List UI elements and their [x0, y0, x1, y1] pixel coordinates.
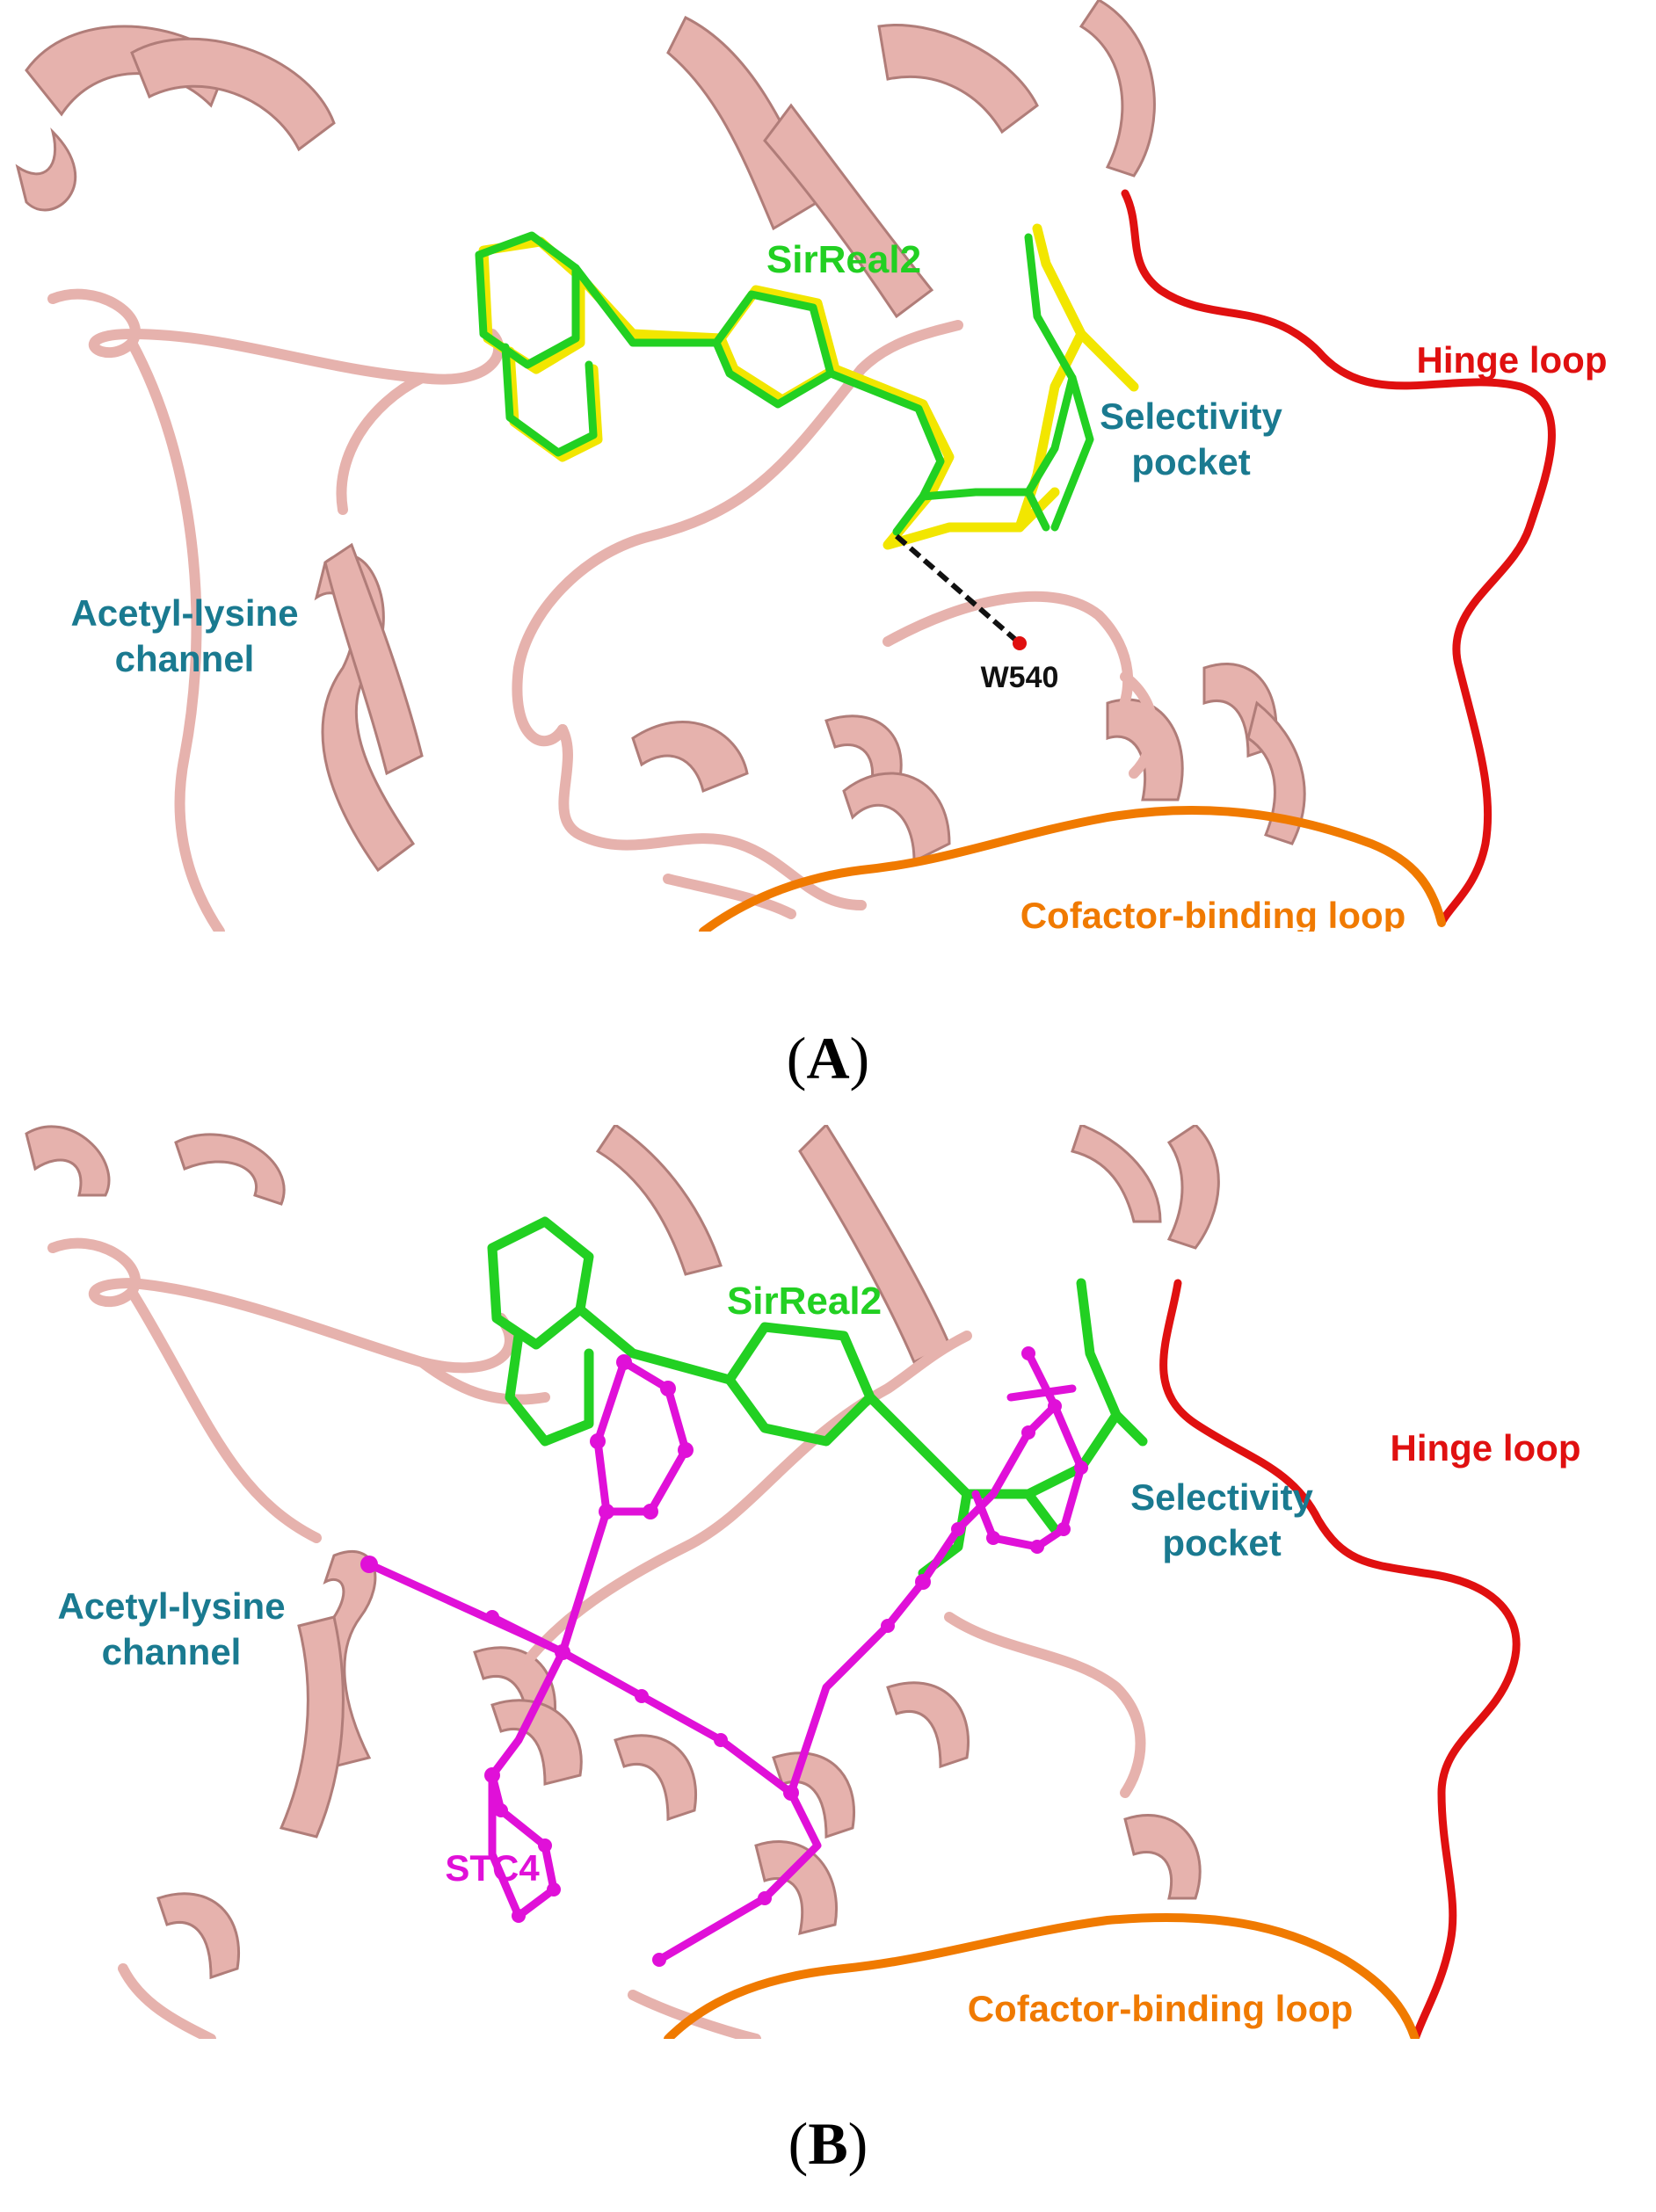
panel-a-caption: (A) [786, 1025, 870, 1091]
hinge-loop-label-a: Hinge loop [1417, 339, 1608, 381]
selectivity-pocket-label-a-line2: pocket [1131, 441, 1250, 482]
panel-a: SirReal2 Selectivity pocket Hinge loop A… [0, 0, 1656, 932]
sirreal2-molecule-b [487, 1216, 1148, 1578]
protein-ribbon-b [25, 1125, 1220, 1980]
water-label-a: W540 [981, 661, 1059, 694]
protein-coil-b [47, 1237, 1146, 2039]
cofactor-loop-label-b: Cofactor-binding loop [968, 1988, 1354, 2029]
hinge-loop-a [1121, 189, 1556, 927]
acetyl-lysine-channel-label-b-line1: Acetyl-lysine [57, 1585, 285, 1627]
acetyl-lysine-channel-label-a-line2: channel [115, 638, 255, 679]
selectivity-pocket-label-b-line2: pocket [1162, 1522, 1281, 1563]
hydrogen-bond-a [895, 533, 1021, 646]
acetyl-lysine-channel-label-a-line1: Acetyl-lysine [70, 592, 298, 634]
cofactor-loop-label-a: Cofactor-binding loop [1020, 895, 1406, 932]
protein-coil-a [47, 288, 1158, 932]
sirreal2-molecule-a [475, 231, 1094, 536]
sirreal2-label-a: SirReal2 [766, 238, 921, 281]
selectivity-pocket-label-a-line1: Selectivity [1100, 395, 1282, 437]
cofactor-loop-b [664, 1913, 1420, 2039]
panel-b: SirReal2 Selectivity pocket Hinge loop A… [0, 1125, 1656, 2039]
panel-b-structure: SirReal2 Selectivity pocket Hinge loop A… [25, 1125, 1581, 2039]
water-w540 [1013, 636, 1027, 650]
acetyl-lysine-channel-label-b-line2: channel [102, 1631, 242, 1672]
selectivity-pocket-label-b-line1: Selectivity [1130, 1476, 1313, 1518]
hinge-loop-b [1159, 1279, 1521, 2039]
sirreal2-label-b: SirReal2 [727, 1280, 882, 1323]
stc4-atoms-b [360, 1346, 1088, 1967]
cofactor-loop-a [699, 805, 1446, 932]
stc4-label-b: STC4 [445, 1847, 540, 1889]
panel-b-caption: (B) [788, 2110, 868, 2177]
hinge-loop-label-b: Hinge loop [1391, 1427, 1581, 1469]
panel-a-structure: SirReal2 Selectivity pocket Hinge loop A… [15, 0, 1608, 932]
